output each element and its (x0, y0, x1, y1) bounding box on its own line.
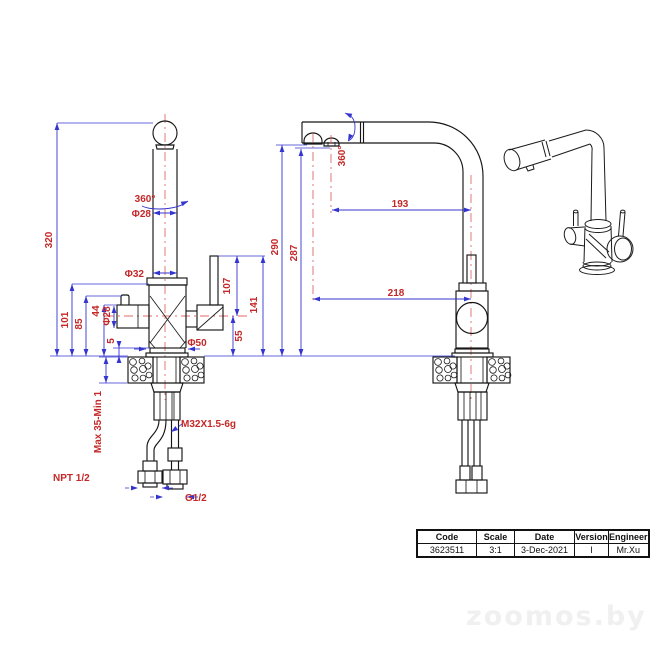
dim-85: 85 (74, 318, 85, 330)
value-scale: 3:1 (476, 543, 515, 558)
hose-left (137, 419, 167, 488)
value-engineer: Mr.Xu (607, 543, 650, 558)
dim-218: 218 (388, 288, 405, 299)
title-block: Code Scale Date Version Engineer 3623511… (416, 529, 650, 558)
dim-55: 55 (234, 330, 245, 342)
header-code: Code (416, 529, 477, 544)
valve-body-circle (455, 301, 489, 335)
dim-dia50: Φ50 (187, 338, 207, 349)
front-view (105, 114, 250, 490)
countertop-section-front (127, 356, 205, 384)
dim-npt: NPT 1/2 (53, 473, 90, 484)
dim-101: 101 (60, 311, 71, 328)
mixer-handle (186, 255, 224, 331)
dim-5: 5 (106, 338, 117, 344)
value-code: 3623511 (416, 543, 477, 558)
header-scale: Scale (476, 529, 515, 544)
dim-dia28-handle: Φ28 (102, 306, 113, 326)
dim-360-front: 360° (135, 194, 156, 205)
dim-mount: Max 35-Min 1 (93, 390, 104, 453)
dim-141: 141 (249, 296, 260, 313)
value-version: I (574, 543, 609, 558)
dim-dia32: Φ32 (125, 269, 145, 280)
header-date: Date (514, 529, 575, 544)
dim-290: 290 (270, 238, 281, 255)
dim-193: 193 (392, 199, 409, 210)
side-hoses (455, 420, 488, 494)
dim-320: 320 (44, 231, 55, 248)
side-view (301, 121, 512, 494)
dim-44: 44 (91, 305, 102, 317)
dim-107: 107 (222, 277, 233, 294)
dim-360-side: 360° (337, 146, 348, 167)
dim-thread: M32X1.5-6g (181, 419, 236, 430)
dim-g12: G1/2 (185, 493, 207, 504)
hose-right (162, 420, 188, 490)
header-engineer: Engineer (607, 529, 650, 544)
countertop-section-side (432, 356, 512, 384)
title-block-header-row: Code Scale Date Version Engineer (416, 529, 650, 544)
watermark: zoomos.by (466, 601, 647, 632)
iso-view (503, 129, 634, 275)
title-block-value-row: 3623511 3:1 3-Dec-2021 I Mr.Xu (416, 543, 650, 558)
dimension-lines (50, 110, 471, 500)
dimension-labels: 320 101 85 44 Φ28 5 Max 35-Min 1 55 107 … (44, 146, 409, 504)
filter-handle (116, 294, 150, 329)
dim-287: 287 (289, 244, 300, 261)
header-version: Version (574, 529, 609, 544)
spout-outlets (303, 132, 340, 147)
dim-dia28-spout: Φ28 (132, 209, 152, 220)
value-date: 3-Dec-2021 (514, 543, 575, 558)
